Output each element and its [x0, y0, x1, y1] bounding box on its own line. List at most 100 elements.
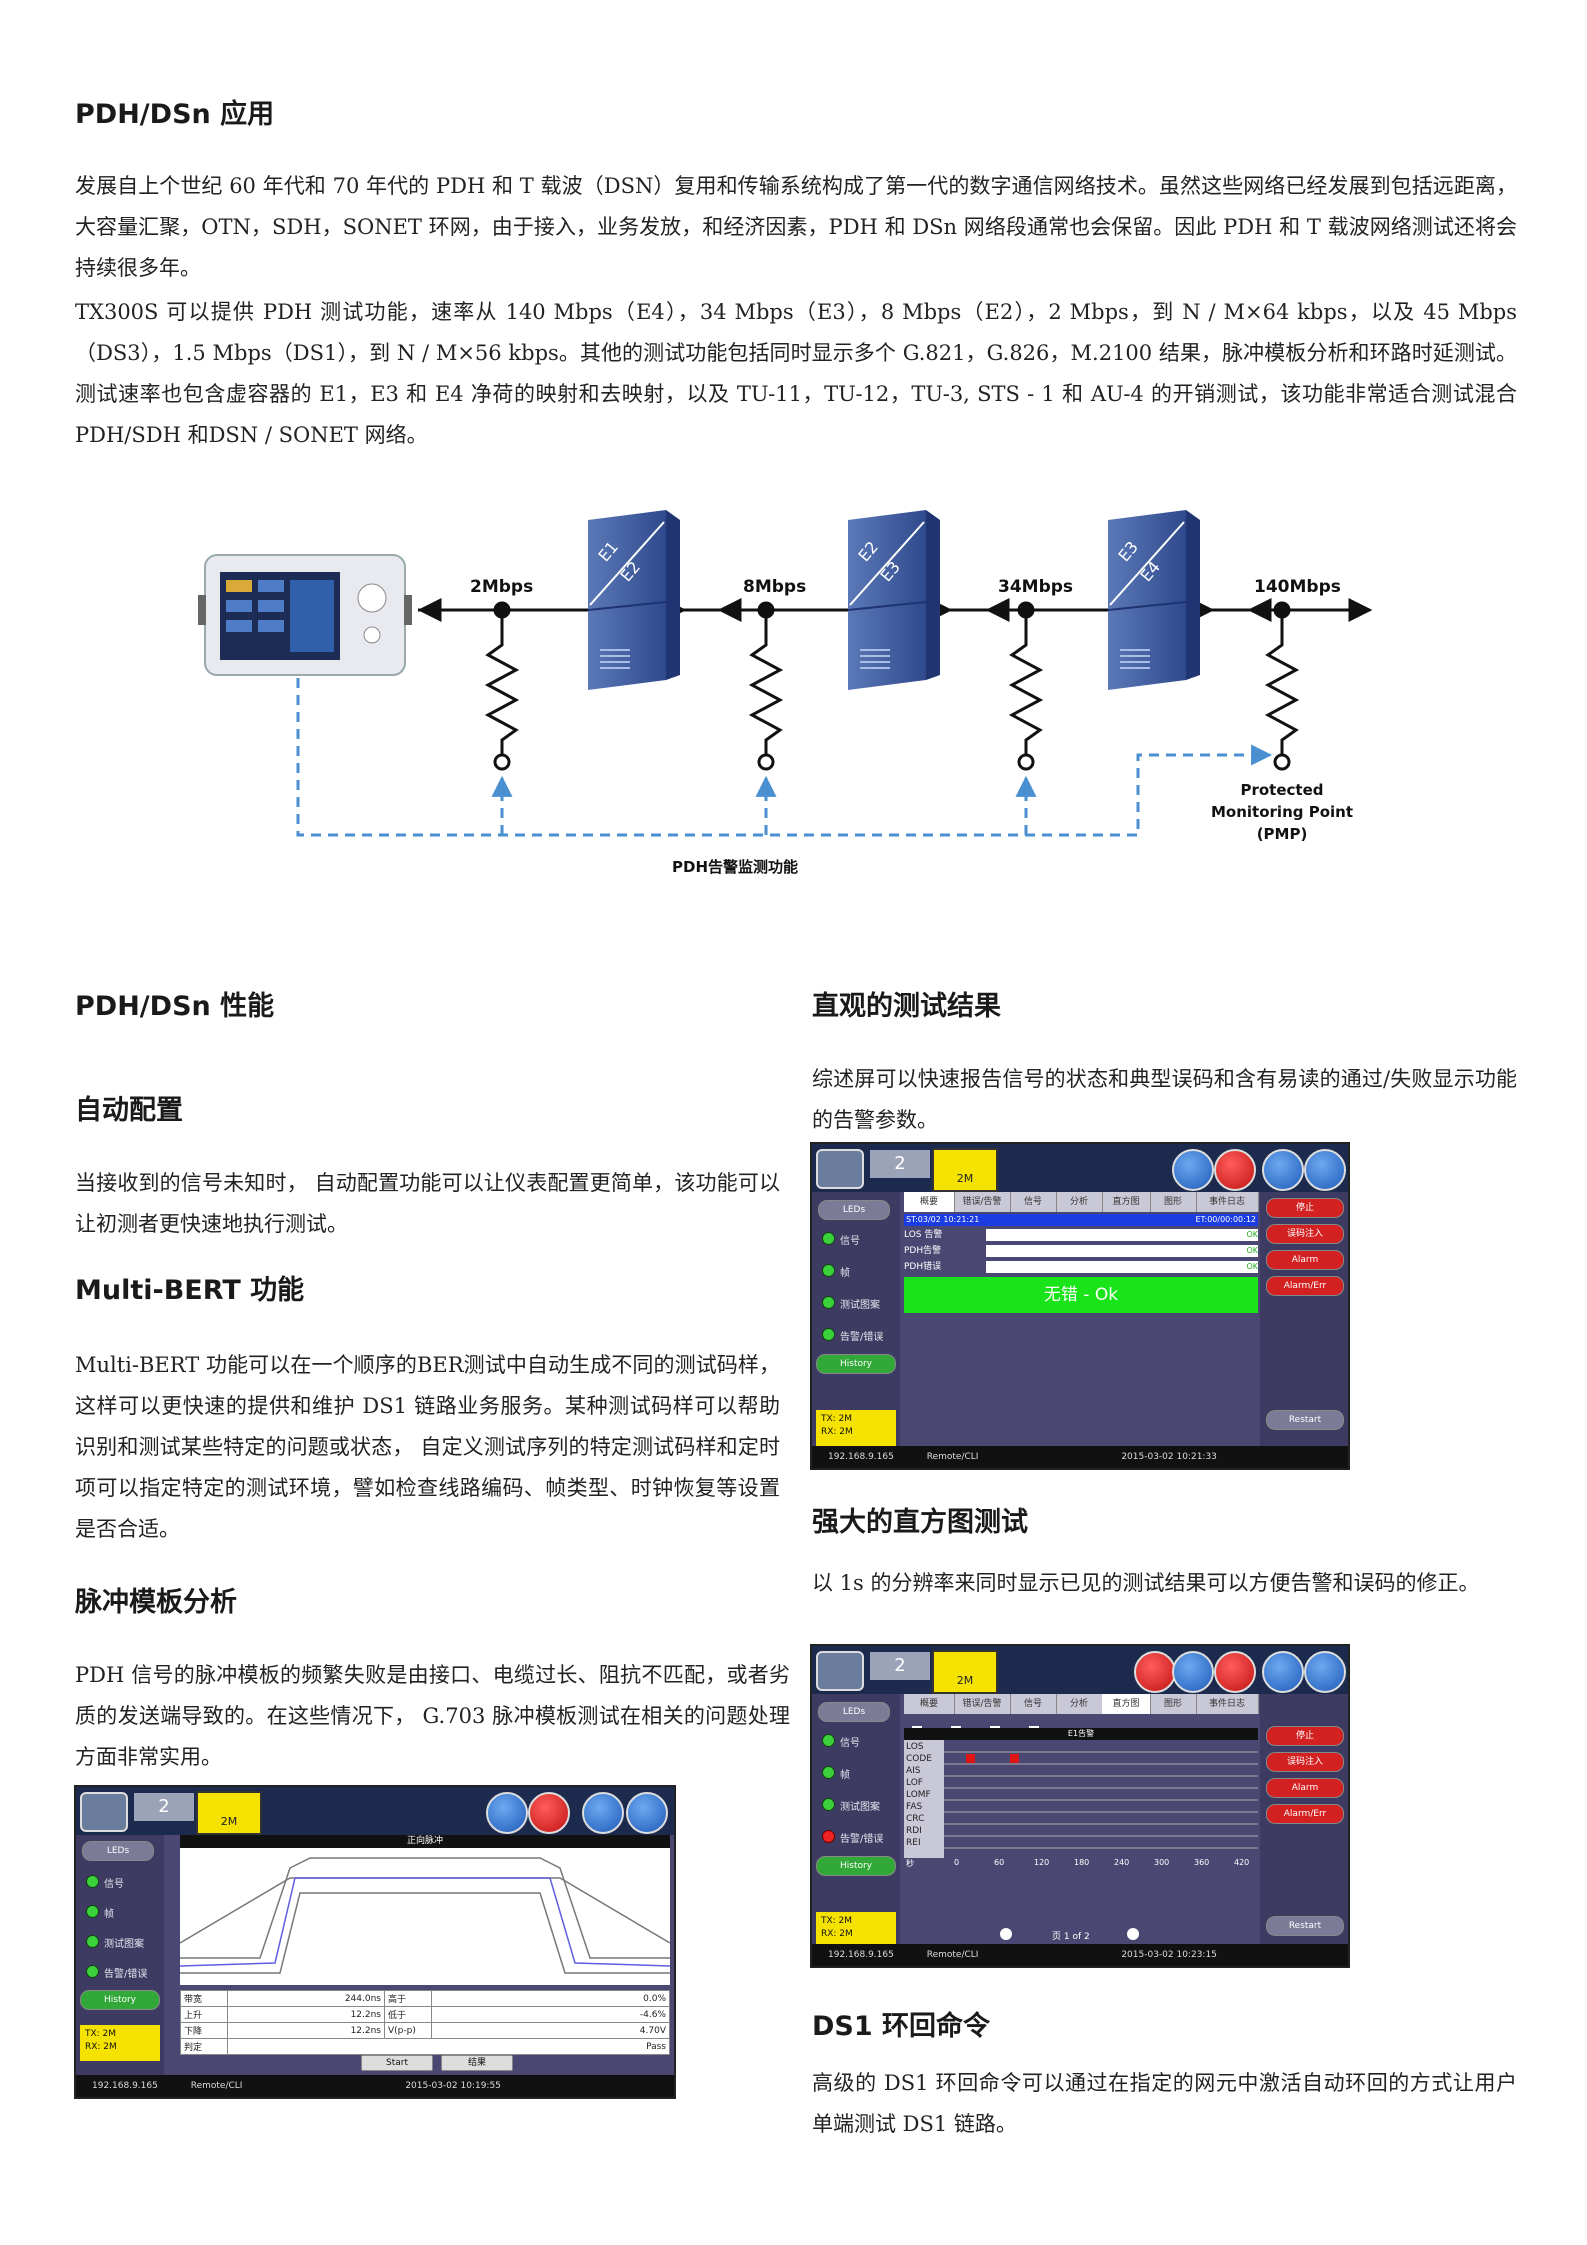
tab-analysis[interactable]: 分析 — [1056, 1694, 1103, 1714]
tab-summary[interactable]: 概要 — [904, 1192, 955, 1212]
monitor-tap-8m — [748, 601, 784, 771]
app-logo-icon — [816, 1651, 864, 1691]
rate-label: 8Mbps — [743, 577, 806, 597]
leds-tab[interactable]: LEDs — [818, 1702, 890, 1722]
led-indicator — [822, 1232, 835, 1245]
status-bar: 192.168.9.165 Remote/CLI 2015-03-02 10:2… — [812, 1944, 1348, 1966]
histogram-chart: E1告警 LOS CODE AIS LOF LOMF FAS CRC RDI R… — [904, 1728, 1258, 1868]
monitor-tap-2m — [484, 601, 520, 771]
control-sidebar: 停止 误码注入 Alarm Alarm/Err Restart — [1260, 1694, 1348, 1944]
tools-icon[interactable] — [582, 1792, 624, 1834]
tab-bar: 概要 错误/告警 信号 分析 直方图 图形 事件日志 — [904, 1694, 1259, 1714]
led-indicator — [86, 1905, 99, 1918]
rate-label: 2Mbps — [470, 577, 533, 597]
heading-ds1-loopback: DS1 环回命令 — [812, 2011, 991, 2042]
tab-errors-alarms[interactable]: 错误/告警 — [954, 1192, 1011, 1212]
error-inject-button[interactable]: 误码注入 — [1266, 1224, 1344, 1244]
led-indicator — [86, 1875, 99, 1888]
error-inject-button[interactable]: 误码注入 — [1266, 1752, 1344, 1772]
mux-cabinet-e3-e4: E3 E4 — [1107, 510, 1200, 690]
tab-analysis[interactable]: 分析 — [1056, 1192, 1103, 1212]
tab-summary[interactable]: 概要 — [904, 1694, 955, 1714]
alarm-button[interactable]: Alarm — [1266, 1250, 1344, 1270]
history-button[interactable]: History — [816, 1354, 896, 1374]
start-button[interactable]: Start — [361, 2055, 433, 2071]
rate-label: 34Mbps — [998, 577, 1073, 597]
stop-button[interactable]: 停止 — [1266, 1198, 1344, 1218]
error-indicator-icon[interactable] — [1134, 1651, 1176, 1693]
pdh-network-diagram: 2Mbps 8Mbps 34Mbps 140Mbps E1 E2 E2 E3 E… — [198, 510, 1373, 876]
home-icon[interactable] — [1172, 1149, 1214, 1191]
screen-topbar: 2 2M — [812, 1144, 1348, 1192]
stop-button[interactable]: 停止 — [1266, 1726, 1344, 1746]
led-indicator — [822, 1798, 835, 1811]
led-indicator — [822, 1296, 835, 1309]
tab-graph[interactable]: 图形 — [1150, 1192, 1197, 1212]
tools-icon[interactable] — [1262, 1651, 1304, 1693]
intuitive-results-text: 综述屏可以快速报告信号的状态和典型误码和含有易读的通过/失败显示功能的告警参数。 — [812, 1067, 1517, 1132]
port-number[interactable]: 2 — [870, 1150, 930, 1178]
alarm-err-button[interactable]: Alarm/Err — [1266, 1804, 1344, 1824]
heading-auto-config: 自动配置 — [75, 1095, 183, 1126]
tab-graph[interactable]: 图形 — [1150, 1694, 1197, 1714]
pulse-plot: 正向脉冲 — [180, 1835, 670, 1985]
monitoring-dashed-path — [296, 678, 1273, 837]
tab-signal[interactable]: 信号 — [1010, 1694, 1057, 1714]
port-number[interactable]: 2 — [134, 1793, 194, 1821]
restart-button[interactable]: Restart — [1266, 1410, 1344, 1430]
heading-intuitive-results: 直观的测试结果 — [812, 991, 1001, 1022]
pmp-label-line1: Protected — [1240, 781, 1323, 799]
close-icon[interactable] — [528, 1792, 570, 1834]
mux-cabinet-e1-e2: E1 E2 — [587, 510, 680, 690]
code-error-mark — [966, 1754, 975, 1763]
history-button[interactable]: History — [816, 1856, 896, 1876]
tx300s-paragraph: TX300S 可以提供 PDH 测试功能，速率从 140 Mbps（E4），34… — [75, 300, 1517, 447]
port-selector[interactable]: 2M — [932, 1650, 998, 1694]
pulse-mask-text: PDH 信号的脉冲模板的频繁失败是由接口、电缆过长、阻抗不匹配，或者劣质的发送端… — [75, 1663, 790, 1769]
alarm-button[interactable]: Alarm — [1266, 1778, 1344, 1798]
led-indicator — [822, 1264, 835, 1277]
tab-signal[interactable]: 信号 — [1010, 1192, 1057, 1212]
code-error-mark — [1010, 1754, 1019, 1763]
home-icon[interactable] — [1172, 1651, 1214, 1693]
home-icon[interactable] — [486, 1792, 528, 1834]
folder-icon[interactable] — [626, 1792, 668, 1834]
folder-icon[interactable] — [1304, 1149, 1346, 1191]
led-indicator — [822, 1328, 835, 1341]
tab-histogram[interactable]: 直方图 — [1102, 1694, 1151, 1714]
prev-page-icon[interactable] — [1000, 1928, 1012, 1940]
histogram-row-labels: LOS CODE AIS LOF LOMF FAS CRC RDI REI — [904, 1740, 944, 1858]
led-indicator — [86, 1965, 99, 1978]
close-icon[interactable] — [1214, 1149, 1256, 1191]
port-selector[interactable]: 2M — [932, 1148, 998, 1192]
histogram-screenshot: 2 2M LEDs 信号 帧 测试图案 告警/错误 History TX: 2M… — [810, 1644, 1350, 1968]
port-number[interactable]: 2 — [870, 1652, 930, 1680]
tab-errors-alarms[interactable]: 错误/告警 — [954, 1694, 1011, 1714]
port-selector[interactable]: 2M — [196, 1791, 262, 1835]
leds-tab[interactable]: LEDs — [818, 1200, 890, 1220]
tab-histogram[interactable]: 直方图 — [1102, 1192, 1151, 1212]
folder-icon[interactable] — [1304, 1651, 1346, 1693]
close-icon[interactable] — [1214, 1651, 1256, 1693]
leds-tab[interactable]: LEDs — [82, 1841, 154, 1861]
multi-bert-text: Multi-BERT 功能可以在一个顺序的BER测试中自动生成不同的测试码样，这… — [75, 1353, 780, 1541]
history-button[interactable]: History — [80, 1990, 160, 2010]
led-indicator-alarm — [822, 1830, 835, 1843]
tab-event-log[interactable]: 事件日志 — [1196, 1192, 1259, 1212]
result-button[interactable]: 结果 — [441, 2055, 513, 2071]
next-page-icon[interactable] — [1127, 1928, 1139, 1940]
section-title-pdh-performance: PDH/DSn 性能 — [75, 991, 275, 1022]
alarm-err-button[interactable]: Alarm/Err — [1266, 1276, 1344, 1296]
tab-event-log[interactable]: 事件日志 — [1196, 1694, 1259, 1714]
monitor-tap-34m — [1008, 601, 1044, 771]
heading-histogram: 强大的直方图测试 — [812, 1507, 1028, 1538]
tools-icon[interactable] — [1262, 1149, 1304, 1191]
restart-button[interactable]: Restart — [1266, 1916, 1344, 1936]
app-logo-icon — [816, 1149, 864, 1189]
